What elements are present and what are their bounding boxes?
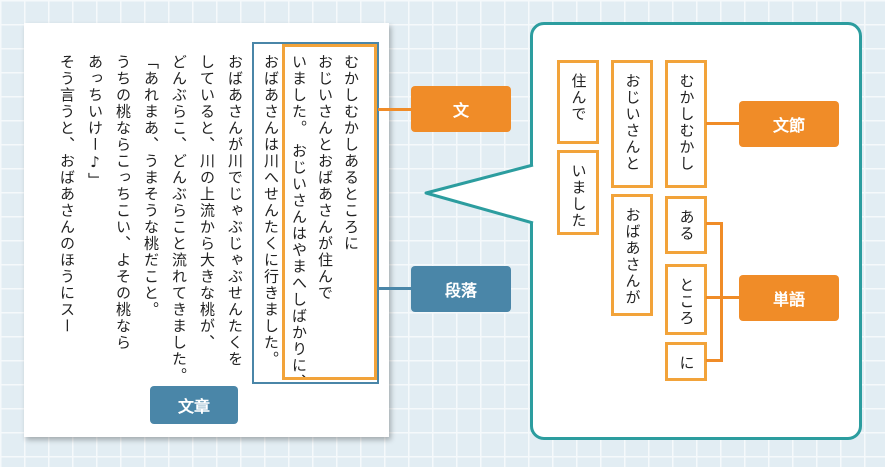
phrase-segment: おじいさんと <box>611 60 653 188</box>
phrase-segment-text: 住んで <box>569 73 588 123</box>
phrase-segment: おばあさんが <box>611 194 653 316</box>
word-segment-text: ある <box>677 209 696 242</box>
doc-line-6: していると、川の上流から大きな桃が、 <box>198 54 216 351</box>
phrase-segment-text: いました <box>569 163 588 229</box>
doc-line-7: どんぶらこ、どんぶらこと流れてきました。 <box>170 54 188 384</box>
word-connector-branch <box>706 359 722 362</box>
doc-line-9: うちの桃ならこっちこい、よその桃なら <box>114 54 132 351</box>
doc-line-11: そう言うと、おばあさんのほうにスー <box>58 54 76 335</box>
paragraph-highlight-box <box>252 42 379 384</box>
phrase-segment-text: おばあさんが <box>623 207 642 306</box>
doc-line-3: いました。 おじいさんはやまへしばかりに、 <box>290 54 308 391</box>
doc-line-1: むかしむかしあるところに <box>342 54 360 252</box>
doc-line-2: おじいさんとおばあさんが住んで <box>316 54 334 302</box>
sentence-label: 文 <box>411 86 511 132</box>
doc-line-8: 「あれまあ、うまそうな桃だこと。 <box>142 54 160 318</box>
word-segment: ところ <box>665 264 707 335</box>
word-segment-text: ところ <box>677 277 696 327</box>
phrase-segment-text: むかしむかし <box>677 73 696 172</box>
phrase-segment: 住んで <box>557 60 599 144</box>
doc-line-10: あっちいけー♪」 <box>86 54 104 189</box>
paragraph-connector <box>378 287 412 290</box>
document-paper <box>24 23 389 437</box>
paragraph-label: 段落 <box>411 266 511 312</box>
phrase-segment: むかしむかし <box>665 60 707 188</box>
document-label: 文章 <box>150 386 238 424</box>
word-segment: に <box>665 342 707 381</box>
phrase-connector <box>706 122 740 125</box>
sentence-highlight-box <box>282 44 377 380</box>
phrase-segment: いました <box>557 150 599 235</box>
word-segment-text: に <box>677 355 696 372</box>
word-connector-branch <box>706 222 722 225</box>
word-connector-spine <box>720 222 723 362</box>
doc-line-5: おばあさんが川でじゃぶじゃぶせんたくを <box>226 54 244 368</box>
word-label: 単語 <box>739 275 839 321</box>
word-connector-branch <box>706 296 740 299</box>
doc-line-4: おばあさんは川へせんたくに行きました。 <box>262 54 280 368</box>
word-segment: ある <box>665 196 707 254</box>
phrase-segment-text: おじいさんと <box>623 73 642 172</box>
phrase-label: 文節 <box>739 101 839 147</box>
sentence-connector <box>378 108 412 111</box>
